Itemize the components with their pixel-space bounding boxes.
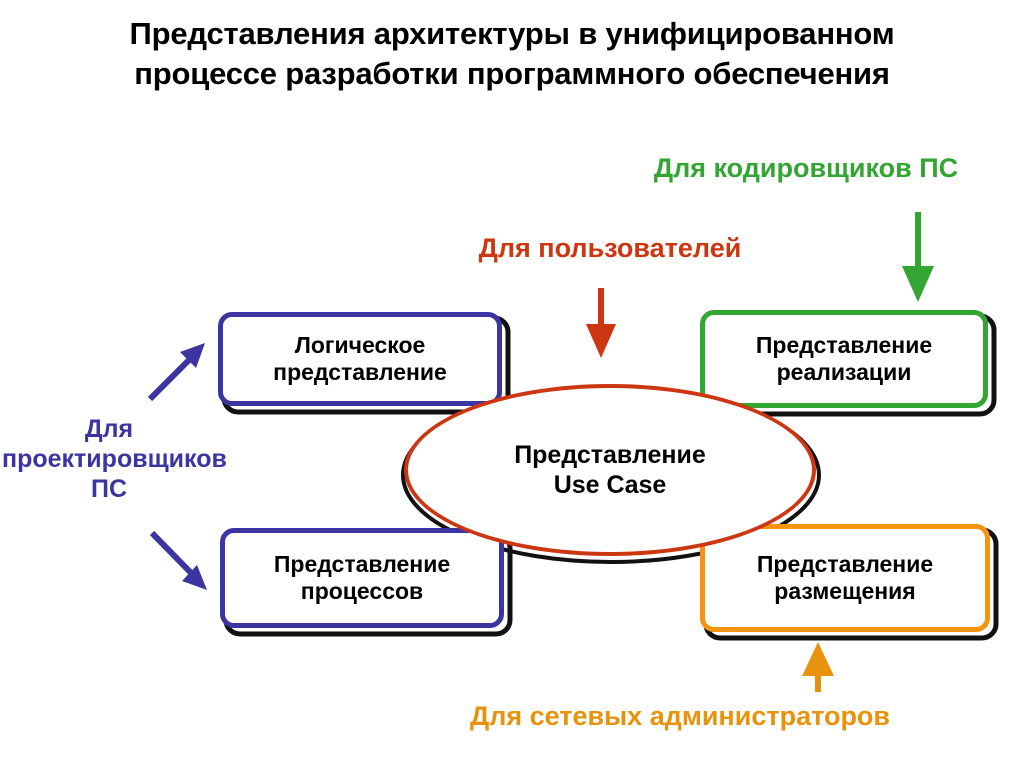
arrow-designers-up-right <box>147 343 205 402</box>
node-use-case-view[interactable]: Представление Use Case <box>404 384 816 556</box>
annotation-designers: Для проектировщиков ПС <box>2 415 227 503</box>
node-process-view-line-1: Представление <box>273 550 451 577</box>
node-implementation-view-line-1: Представление <box>755 331 933 358</box>
arrow-users-down <box>586 288 616 358</box>
node-logical-view[interactable]: Логическое представление <box>218 312 502 406</box>
node-logical-view-line-2: представление <box>273 359 447 385</box>
page-title-line-2: процессе разработки программного обеспеч… <box>134 55 890 91</box>
annotation-coders: Для кодировщиков ПС <box>653 153 959 183</box>
node-deployment-view[interactable]: Представление размещения <box>700 524 990 632</box>
page-title-line-1: Представления архитектуры в унифицирован… <box>129 16 895 51</box>
node-deployment-view-line-1: Представление <box>756 550 934 577</box>
node-process-view-line-2: процессов <box>300 578 424 604</box>
node-deployment-view-line-2: размещения <box>774 578 916 604</box>
node-use-case-view-line-1: Представление <box>514 441 706 469</box>
annotation-network-administrators: Для сетевых администраторов <box>469 701 891 731</box>
node-use-case-view-line-2: Use Case <box>553 471 667 499</box>
annotation-users: Для пользователей <box>478 233 742 263</box>
node-implementation-view[interactable]: Представление реализации <box>700 310 988 408</box>
node-logical-view-line-1: Логическое <box>294 331 426 358</box>
node-implementation-view-line-2: реализации <box>776 359 912 385</box>
node-process-view[interactable]: Представление процессов <box>220 528 504 628</box>
arrow-coders-down <box>902 212 934 302</box>
page-title: Представления архитектуры в унифицирован… <box>0 14 1024 93</box>
arrow-netadmins-up <box>802 642 834 692</box>
arrow-designers-down-right <box>149 530 207 590</box>
